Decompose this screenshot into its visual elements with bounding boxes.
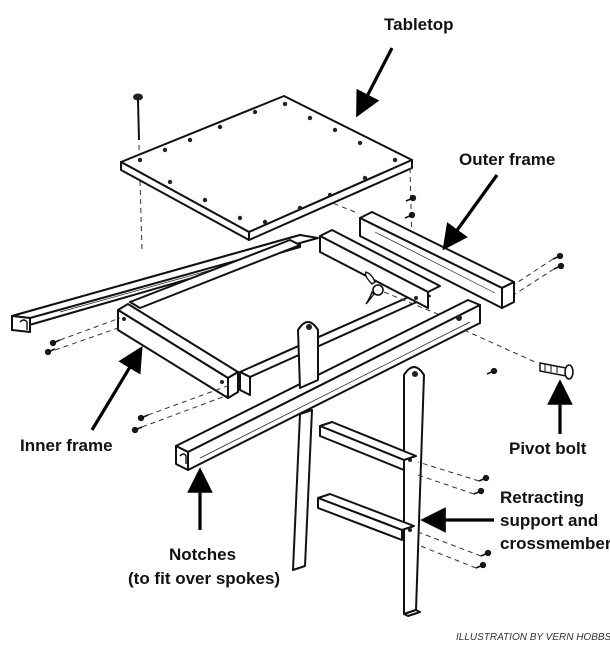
label-pivot-bolt: Pivot bolt <box>509 439 587 458</box>
screws <box>44 194 565 569</box>
outer-frame-arrow <box>442 174 499 251</box>
label-outer-frame: Outer frame <box>459 150 555 169</box>
wing-nut <box>364 271 384 305</box>
label-retracting-1: Retracting <box>500 488 584 507</box>
tabletop-screw <box>133 93 143 251</box>
pivot-bolt <box>539 362 574 380</box>
label-notches-2: (to fit over spokes) <box>128 569 280 588</box>
outer-frame-front-rail <box>175 299 481 471</box>
illustration-credit: ILLUSTRATION BY VERN HOBBS <box>456 632 610 643</box>
outer-frame-side-rail <box>359 211 515 309</box>
outer-frame-back-rail <box>11 234 319 333</box>
retracting-support <box>292 321 425 617</box>
inner-frame-arrow <box>90 346 143 431</box>
tabletop-arrow <box>356 47 394 118</box>
label-inner-frame: Inner frame <box>20 436 113 455</box>
label-retracting-3: crossmembers <box>500 534 610 553</box>
tabletop-panel <box>120 95 413 241</box>
label-retracting-2: support and <box>500 511 598 530</box>
label-tabletop: Tabletop <box>384 15 454 34</box>
label-notches-1: Notches <box>169 545 236 564</box>
inner-frame <box>117 229 441 399</box>
